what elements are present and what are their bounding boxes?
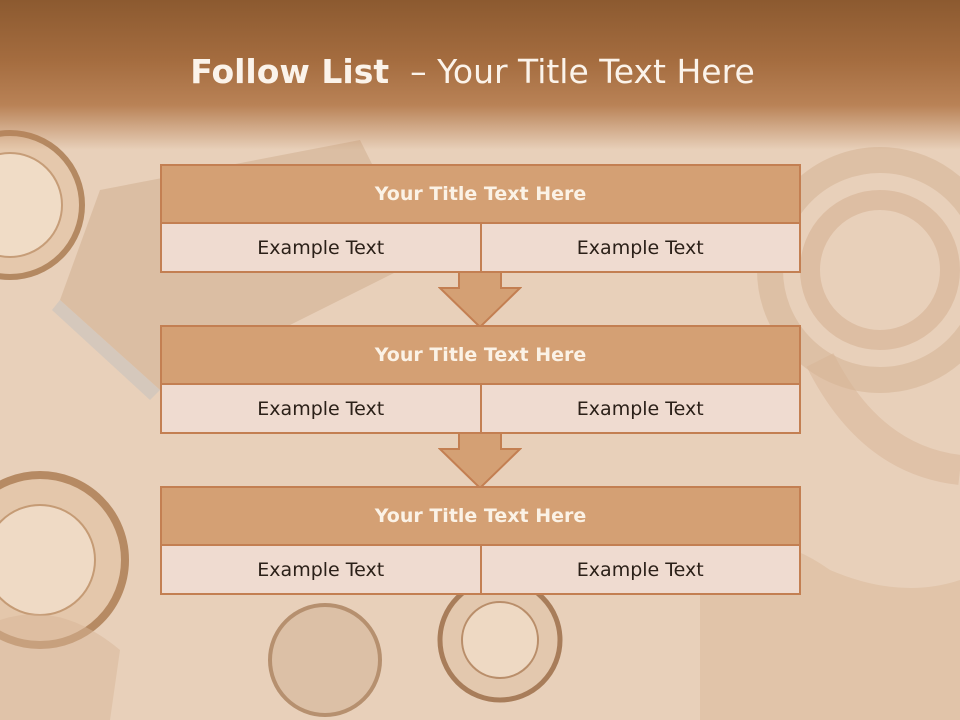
list-row: Your Title Text Here Example Text Exampl… xyxy=(160,325,801,434)
row-cell: Example Text xyxy=(479,546,800,593)
row-cells: Example Text Example Text xyxy=(162,546,799,593)
row-title: Your Title Text Here xyxy=(162,488,799,546)
header-band xyxy=(0,0,960,150)
row-cell: Example Text xyxy=(479,224,800,271)
row-cell: Example Text xyxy=(257,397,385,420)
title-rest: – Your Title Text Here xyxy=(389,52,755,91)
list-row: Your Title Text Here Example Text Exampl… xyxy=(160,486,801,595)
row-cell: Example Text xyxy=(257,558,385,581)
down-arrow-icon xyxy=(438,271,522,329)
row-cell: Example Text xyxy=(257,236,385,259)
row-cell: Example Text xyxy=(479,385,800,432)
row-cells: Example Text Example Text xyxy=(162,385,799,432)
row-title: Your Title Text Here xyxy=(162,327,799,385)
row-cells: Example Text Example Text xyxy=(162,224,799,271)
list-row: Your Title Text Here Example Text Exampl… xyxy=(160,164,801,273)
row-title: Your Title Text Here xyxy=(162,166,799,224)
down-arrow-icon xyxy=(438,432,522,490)
page-title: Follow List – Your Title Text Here xyxy=(0,52,945,91)
title-bold: Follow List xyxy=(190,52,390,91)
